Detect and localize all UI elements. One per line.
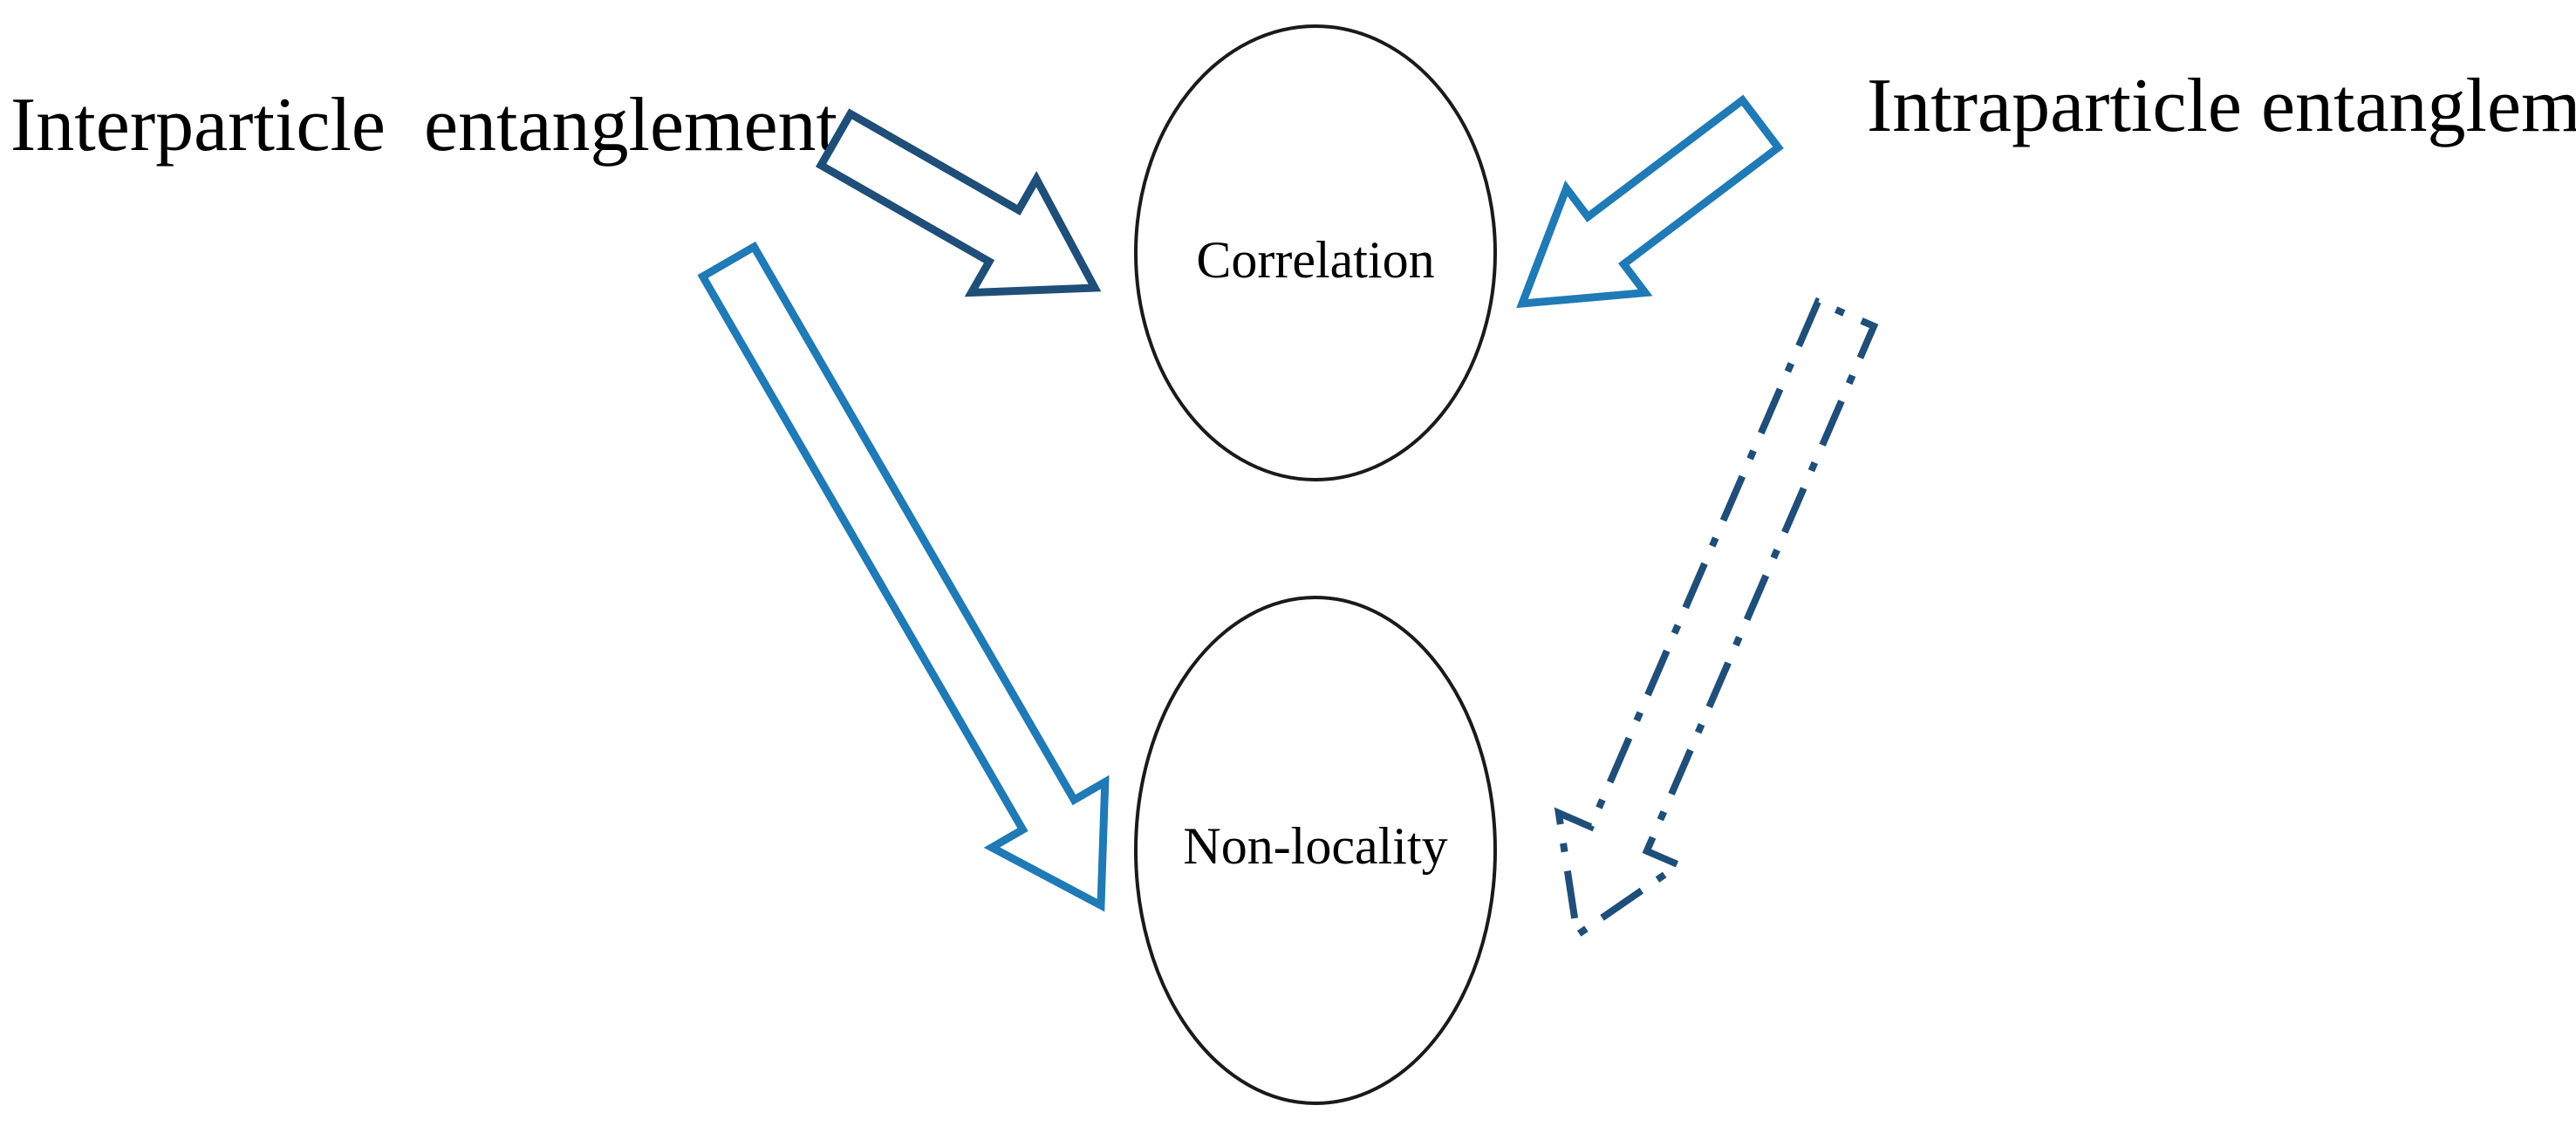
correlation-label: Correlation (1196, 231, 1434, 289)
arrow-intraparticle-to-nonlocality (1554, 297, 1879, 941)
nonlocality-circle (1134, 596, 1497, 1105)
interparticle-entanglement-label: Interparticle entanglement (10, 83, 837, 167)
arrows-group (697, 94, 1879, 941)
arrow-interparticle-to-nonlocality (697, 241, 1110, 912)
intraparticle-entanglement-label: Intraparticle entanglement (1867, 64, 2576, 148)
correlation-node: Correlation (1134, 24, 1497, 481)
arrow-intraparticle-to-correlation (1516, 94, 1784, 309)
correlation-circle (1134, 24, 1497, 481)
arrow-interparticle-to-correlation (815, 108, 1102, 297)
nonlocality-label: Non-locality (1183, 817, 1447, 875)
nonlocality-node: Non-locality (1134, 596, 1497, 1105)
